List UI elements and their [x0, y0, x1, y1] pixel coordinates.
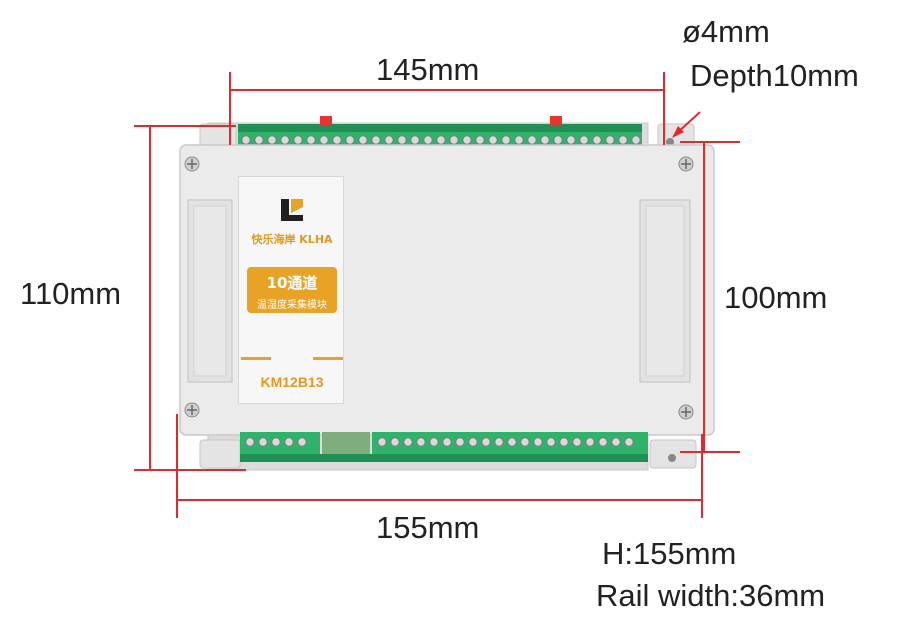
module-type: 温湿度采集模块 — [257, 300, 327, 311]
terminal-screw-icon — [436, 135, 446, 145]
terminal-screw-icon — [566, 135, 576, 145]
terminal-screw-icon — [533, 437, 543, 447]
arrow-icon — [672, 111, 701, 138]
terminal-screw-icon — [410, 135, 420, 145]
hole-diameter-label: ø4mm — [682, 14, 770, 49]
terminal-screw-icon — [455, 437, 465, 447]
terminal-screw-icon — [284, 437, 294, 447]
terminal-screw-icon — [494, 437, 504, 447]
terminal-screw-icon — [475, 135, 485, 145]
hole-depth-label: Depth10mm — [690, 58, 859, 93]
bottom-width-label: 155mm — [376, 510, 480, 545]
terminal-screw-icon — [397, 135, 407, 145]
terminal-screw-icon — [585, 437, 595, 447]
terminal-screw-icon — [332, 135, 342, 145]
terminal-screw-icon — [488, 135, 498, 145]
terminal-screw-icon — [384, 135, 394, 145]
terminal-screw-icon — [306, 135, 316, 145]
terminal-screw-icon — [241, 135, 251, 145]
terminal-screw-icon — [371, 135, 381, 145]
terminal-screw-icon — [618, 135, 628, 145]
terminal-screw-icon — [390, 437, 400, 447]
top-width-label: 145mm — [376, 52, 480, 87]
channel-badge: 10通道 温湿度采集模块 — [247, 267, 337, 313]
terminal-screw-icon — [377, 437, 387, 447]
terminal-screw-icon — [540, 135, 550, 145]
terminal-screw-icon — [271, 437, 281, 447]
terminal-screw-icon — [559, 437, 569, 447]
terminal-screw-icon — [319, 135, 329, 145]
klha-logo-icon — [281, 199, 303, 221]
terminal-screw-icon — [468, 437, 478, 447]
terminal-screw-icon — [358, 135, 368, 145]
terminal-screw-icon — [258, 437, 268, 447]
terminal-screw-icon — [520, 437, 530, 447]
terminal-screw-icon — [501, 135, 511, 145]
product-label: 快乐海岸 KLHA 10通道 温湿度采集模块 KM12B13 — [238, 176, 344, 404]
terminal-screw-icon — [442, 437, 452, 447]
terminal-screw-icon — [267, 135, 277, 145]
terminal-screw-icon — [592, 135, 602, 145]
terminal-screw-icon — [254, 135, 264, 145]
terminal-screw-icon — [416, 437, 426, 447]
height-spec-label: H:155mm — [602, 536, 737, 571]
terminal-screw-icon — [429, 437, 439, 447]
terminal-screw-icon — [572, 437, 582, 447]
terminal-screw-icon — [507, 437, 517, 447]
terminal-screw-icon — [449, 135, 459, 145]
channel-count: 10通道 — [266, 274, 318, 292]
terminal-screw-icon — [546, 437, 556, 447]
terminal-screw-icon — [403, 437, 413, 447]
terminal-screw-icon — [527, 135, 537, 145]
bottom-terminal-block-icon — [240, 432, 648, 462]
terminal-screw-icon — [631, 135, 641, 145]
terminal-screw-icon — [280, 135, 290, 145]
terminal-screw-icon — [598, 437, 608, 447]
terminal-screw-icon — [293, 135, 303, 145]
dimension-lines — [134, 72, 740, 518]
terminal-screw-icon — [624, 437, 634, 447]
brand-name: 快乐海岸 KLHA — [251, 233, 333, 246]
terminal-screw-icon — [423, 135, 433, 145]
terminal-screw-icon — [553, 135, 563, 145]
terminal-screw-icon — [481, 437, 491, 447]
terminal-screw-icon — [462, 135, 472, 145]
rail-width-spec-label: Rail width:36mm — [596, 578, 826, 613]
left-height-label: 110mm — [20, 276, 122, 311]
terminal-screw-icon — [611, 437, 621, 447]
terminal-screw-icon — [605, 135, 615, 145]
terminal-screw-icon — [345, 135, 355, 145]
screw-icon — [184, 156, 694, 420]
terminal-screw-icon — [579, 135, 589, 145]
terminal-screw-icon — [297, 437, 307, 447]
terminal-screw-icon — [514, 135, 524, 145]
right-height-label: 100mm — [724, 280, 828, 315]
terminal-screw-icon — [245, 437, 255, 447]
model-number: KM12B13 — [260, 374, 324, 390]
